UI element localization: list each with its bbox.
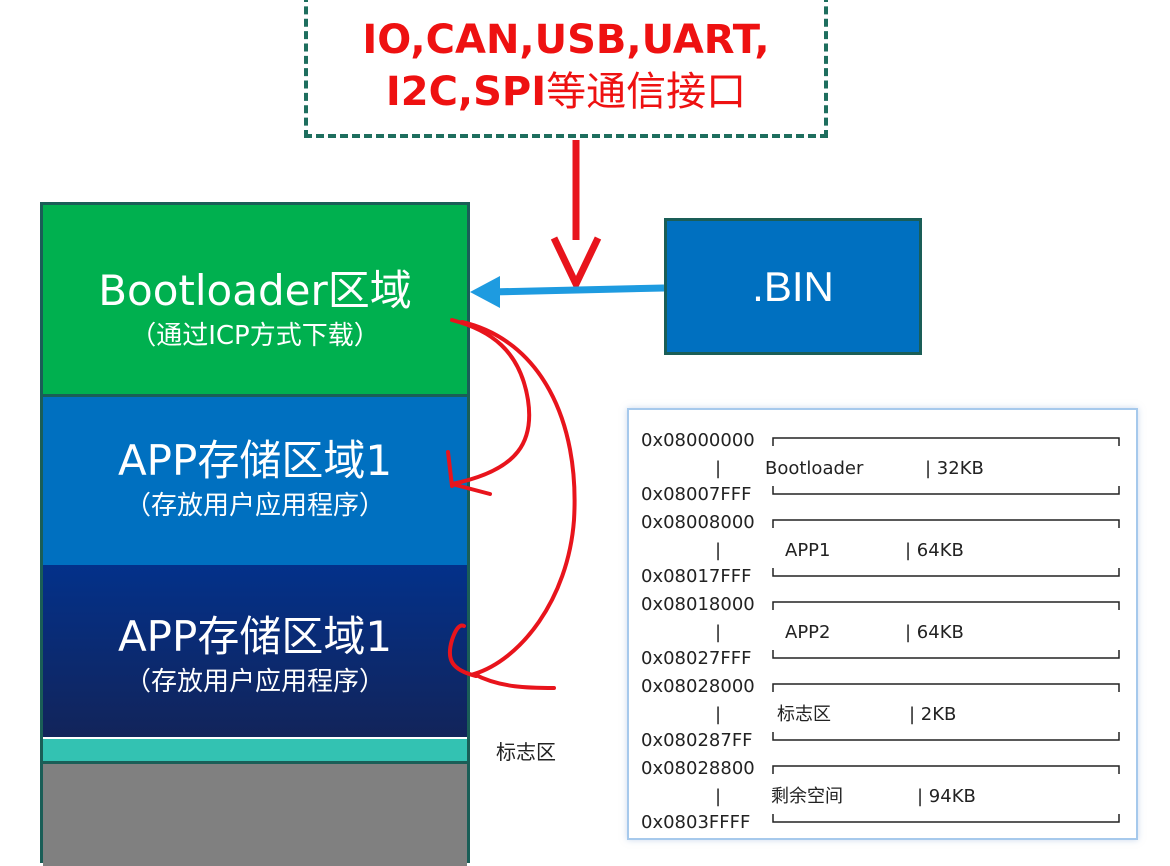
region-bracket-top xyxy=(772,683,1120,692)
region-separator: | xyxy=(715,704,721,725)
region-bracket-top xyxy=(772,519,1120,528)
app1-subtitle: （存放用户应用程序） xyxy=(124,491,385,521)
region-bracket-bottom xyxy=(772,486,1120,495)
blue-left-arrow-head xyxy=(470,276,500,308)
region-bracket-top xyxy=(772,437,1120,446)
region-separator: | xyxy=(715,622,721,643)
red-curve-to-app2 xyxy=(460,320,577,690)
app2-subtitle: （存放用户应用程序） xyxy=(124,667,385,697)
interface-line-2-latin: I2C,SPI xyxy=(385,69,547,115)
flash-memory-layout: Bootloader区域 （通过ICP方式下载） APP存储区域1 （存放用户应… xyxy=(40,202,470,866)
app1-title: APP存储区域1 xyxy=(117,436,393,485)
interface-line-1: IO,CAN,USB,UART, xyxy=(362,17,770,63)
flag-region-label: 标志区 xyxy=(496,740,556,764)
address-start: 0x08028000 xyxy=(641,676,755,697)
bootloader-region: Bootloader区域 （通过ICP方式下载） xyxy=(43,205,467,397)
region-size: | 64KB xyxy=(905,622,964,643)
blue-left-arrow-shaft xyxy=(489,284,665,296)
address-end: 0x08017FFF xyxy=(641,566,751,587)
region-bracket-top xyxy=(772,601,1120,610)
address-start: 0x08028800 xyxy=(641,758,755,779)
app2-region: APP存储区域1 （存放用户应用程序） xyxy=(43,565,467,737)
region-name: Bootloader xyxy=(765,458,864,479)
app1-region: APP存储区域1 （存放用户应用程序） xyxy=(43,397,467,565)
region-bracket-bottom xyxy=(772,568,1120,577)
address-map: 0x08000000 0x08007FFF | Bootloader | 32KB 0x0… xyxy=(627,408,1138,840)
address-map-svg: 0x08000000 0x08007FFF | Bootloader | 32KB 0x0… xyxy=(641,430,1120,833)
flag-region xyxy=(43,739,467,761)
address-end: 0x080287FF xyxy=(641,730,753,751)
address-end: 0x0803FFFF xyxy=(641,812,750,833)
region-bracket-bottom xyxy=(772,650,1120,659)
address-end: 0x08007FFF xyxy=(641,484,751,505)
app2-title: APP存储区域1 xyxy=(117,612,393,661)
region-separator: | xyxy=(715,540,721,561)
interface-box: IO,CAN,USB,UART, I2C,SPI等通信接口 xyxy=(304,0,828,138)
region-bracket-bottom xyxy=(772,814,1120,823)
region-bracket-top xyxy=(772,765,1120,774)
bootloader-title: Bootloader区域 xyxy=(98,266,412,315)
region-name: APP1 xyxy=(785,540,830,561)
region-name: 剩余空间 xyxy=(771,786,843,807)
address-start: 0x08018000 xyxy=(641,594,755,615)
region-name: 标志区 xyxy=(777,704,831,725)
region-name: APP2 xyxy=(785,622,830,643)
address-end: 0x08027FFF xyxy=(641,648,751,669)
red-down-arrow-head xyxy=(550,236,602,293)
bin-label: .BIN xyxy=(752,262,834,310)
region-size: | 94KB xyxy=(917,786,976,807)
address-start: 0x08008000 xyxy=(641,512,755,533)
region-separator: | xyxy=(715,786,721,807)
region-size: | 2KB xyxy=(909,704,956,725)
interface-line-2: I2C,SPI等通信接口 xyxy=(386,66,746,118)
bootloader-subtitle: （通过ICP方式下载） xyxy=(130,321,380,351)
address-start: 0x08000000 xyxy=(641,430,755,451)
bin-file-box: .BIN xyxy=(664,218,922,355)
free-space-region xyxy=(43,761,467,866)
region-size: | 64KB xyxy=(905,540,964,561)
region-separator: | xyxy=(715,458,721,479)
region-bracket-bottom xyxy=(772,732,1120,741)
interface-line-2-cn: 等通信接口 xyxy=(546,69,747,115)
region-size: | 32KB xyxy=(925,458,984,479)
